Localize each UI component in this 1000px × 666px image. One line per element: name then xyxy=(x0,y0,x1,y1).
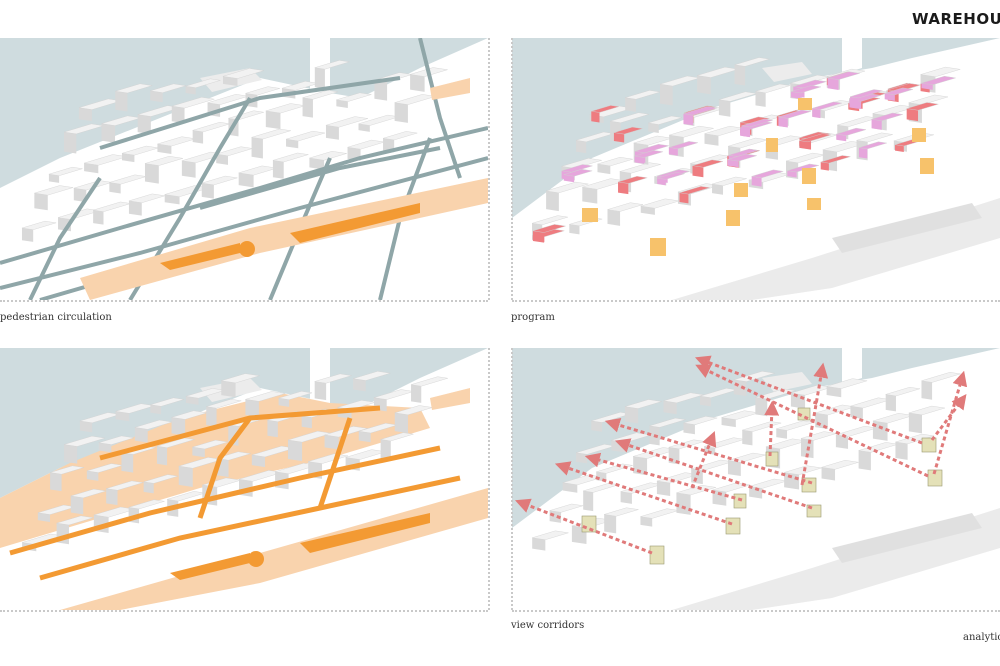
panel-pedestrian-circulation xyxy=(0,38,488,300)
panel-view-corridors xyxy=(512,348,1000,610)
footer-note: analytic xyxy=(963,632,1000,643)
panel-caption: program xyxy=(511,312,555,323)
promenade-accents xyxy=(170,388,470,580)
separator-dotted xyxy=(511,38,513,300)
site-map xyxy=(512,348,1000,610)
separator-dotted xyxy=(512,300,1000,302)
separator-dotted xyxy=(511,348,513,610)
program-yellow xyxy=(582,98,934,256)
panel-open-space xyxy=(0,348,488,610)
view-corridor-arrows xyxy=(514,355,968,555)
separator-dotted xyxy=(0,610,488,612)
site-map xyxy=(512,38,1000,300)
separator-dotted xyxy=(488,348,490,610)
promenade-streets xyxy=(9,405,461,581)
separator-dotted xyxy=(512,610,1000,612)
separator-dotted xyxy=(0,300,488,302)
promenade-band xyxy=(80,78,488,300)
panel-caption: pedestrian circulation xyxy=(0,312,112,323)
city-blocks xyxy=(532,371,961,551)
panel-caption: view corridors xyxy=(511,620,585,631)
page-title: WAREHOUSE xyxy=(912,10,1000,28)
city-blocks xyxy=(22,371,448,552)
view-towers xyxy=(581,407,943,565)
program-pink xyxy=(561,71,956,187)
panel-program xyxy=(512,38,1000,300)
separator-dotted xyxy=(488,38,490,300)
